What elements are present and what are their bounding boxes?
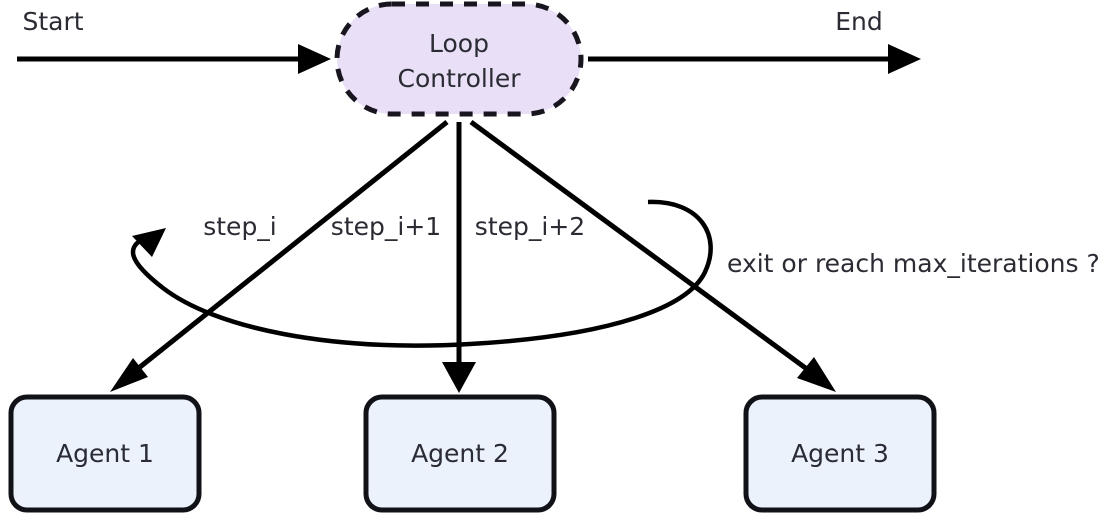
loop-controller-shape (334, 1, 584, 117)
agent-node-3[interactable]: Agent 3 (743, 394, 937, 513)
agent-node-2[interactable]: Agent 2 (363, 394, 557, 513)
end-arrow-head (888, 44, 921, 74)
agent-1-shape (8, 394, 202, 513)
loop-controller-node[interactable]: Loop Controller (334, 1, 584, 117)
feedback-loop-arrow-head (132, 228, 166, 257)
edge-controller-to-agent-1 (110, 120, 449, 392)
edge-agent3-arrow-head (797, 357, 836, 392)
end-label: End (835, 7, 883, 36)
agent-2-shape (363, 394, 557, 513)
agent-1-label: Agent 1 (56, 439, 154, 468)
edge-agent3-line (469, 119, 817, 378)
loop-controller-label-line1: Loop (429, 29, 489, 58)
feedback-loop-edge (130, 199, 713, 348)
start-arrow-head (298, 44, 331, 74)
agent-node-1[interactable]: Agent 1 (8, 394, 202, 513)
edge-controller-to-agent-3 (469, 119, 836, 392)
start-label: Start (22, 7, 83, 36)
edge-label-step-i-plus-1: step_i+1 (331, 212, 441, 241)
start-arrow (17, 44, 331, 74)
agent-3-label: Agent 3 (791, 439, 889, 468)
edge-agent1-line (128, 120, 449, 377)
edge-controller-to-agent-2 (442, 122, 476, 393)
edge-agent2-arrow-head (442, 362, 476, 393)
loop-controller-label-line2: Controller (398, 64, 522, 93)
feedback-loop-path (130, 199, 713, 348)
edge-label-step-i: step_i (203, 212, 277, 241)
agent-2-label: Agent 2 (411, 439, 509, 468)
edge-agent1-arrow-head (110, 358, 148, 392)
edge-label-step-i-plus-2: step_i+2 (475, 212, 585, 241)
agent-3-shape (743, 394, 937, 513)
feedback-condition-label: exit or reach max_iterations ? (727, 249, 1100, 278)
end-arrow (588, 44, 921, 74)
